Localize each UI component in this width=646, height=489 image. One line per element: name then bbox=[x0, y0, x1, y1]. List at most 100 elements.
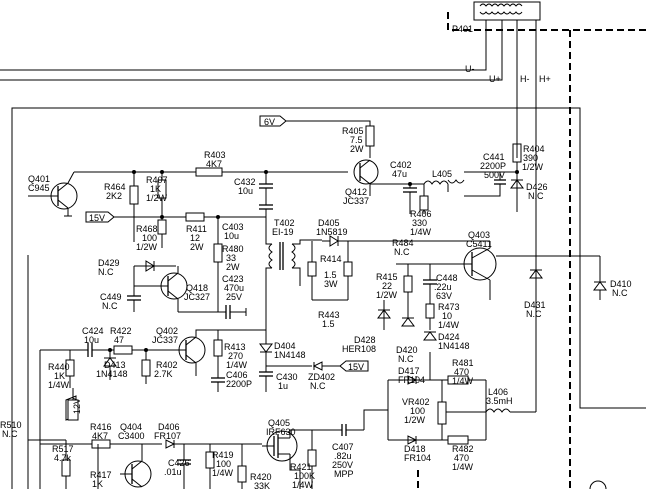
svg-text:.82u: .82u bbox=[334, 451, 352, 461]
svg-text:C448: C448 bbox=[436, 273, 458, 283]
label-h-plus: H+ bbox=[539, 74, 551, 84]
svg-text:R464: R464 bbox=[104, 182, 126, 192]
svg-text:D417: D417 bbox=[398, 366, 420, 376]
resistor-r416: R416 4K7 bbox=[39, 350, 162, 489]
label-u-plus: U+ bbox=[489, 74, 501, 84]
svg-text:FR104: FR104 bbox=[398, 375, 425, 385]
svg-text:Q418: Q418 bbox=[186, 283, 208, 293]
svg-text:47u: 47u bbox=[392, 169, 407, 179]
svg-text:100K: 100K bbox=[294, 471, 315, 481]
diode-d429: D429 N.C bbox=[98, 258, 176, 277]
svg-text:N.C: N.C bbox=[394, 247, 410, 257]
diode-d418: D418 FR104 bbox=[388, 435, 431, 463]
svg-text:1N5819: 1N5819 bbox=[316, 227, 348, 237]
svg-text:D405: D405 bbox=[318, 218, 340, 228]
capacitor-c426: C426 .01u bbox=[164, 444, 191, 489]
capacitor-c448: C448 .22u 63V bbox=[423, 264, 458, 301]
svg-text:100: 100 bbox=[142, 233, 157, 243]
svg-text:R411: R411 bbox=[186, 224, 207, 234]
svg-text:10u: 10u bbox=[224, 231, 239, 241]
capacitor-c406: C406 2200P bbox=[211, 370, 252, 392]
resistor-r480: R480 33 2W bbox=[213, 217, 244, 312]
svg-text:1.5: 1.5 bbox=[324, 270, 337, 280]
svg-text:7.5: 7.5 bbox=[350, 135, 363, 145]
svg-text:Q401: Q401 bbox=[28, 174, 50, 184]
svg-text:Q412: Q412 bbox=[345, 187, 367, 197]
svg-text:1N4148: 1N4148 bbox=[274, 350, 306, 360]
resistor-r473: R473 10 1/4W bbox=[425, 300, 460, 330]
svg-text:L406: L406 bbox=[488, 387, 508, 397]
svg-text:470: 470 bbox=[454, 453, 469, 463]
transformer-t402: T402 EI-19 bbox=[265, 217, 322, 330]
partial-symbol bbox=[589, 480, 607, 489]
mosfet-q405: Q405 IRF630 bbox=[262, 418, 301, 489]
svg-text:12V: 12V bbox=[72, 398, 82, 414]
svg-text:VR402: VR402 bbox=[402, 397, 430, 407]
svg-text:1/2W: 1/2W bbox=[376, 290, 398, 300]
svg-text:D410: D410 bbox=[610, 279, 632, 289]
transistor-q403: Q403 C5411 bbox=[448, 230, 600, 300]
svg-text:R417: R417 bbox=[90, 470, 112, 480]
svg-text:D426: D426 bbox=[526, 182, 548, 192]
svg-text:3.5mH: 3.5mH bbox=[486, 396, 513, 406]
svg-text:1/4W: 1/4W bbox=[410, 227, 432, 237]
capacitor-c403: C403 10u bbox=[222, 196, 273, 241]
tag-15v-left: 15V bbox=[85, 211, 186, 223]
svg-text:JC327: JC327 bbox=[184, 292, 210, 302]
svg-text:C402: C402 bbox=[390, 160, 412, 170]
svg-text:2W: 2W bbox=[226, 262, 240, 272]
svg-text:D424: D424 bbox=[438, 332, 460, 342]
resistor-r443: R443 1.5 bbox=[318, 310, 340, 329]
svg-text:N.C: N.C bbox=[528, 191, 544, 201]
svg-text:.01u: .01u bbox=[164, 467, 182, 477]
resistor-r407: R407 1K 1/2W bbox=[146, 172, 168, 216]
svg-text:1/4W: 1/4W bbox=[452, 462, 474, 472]
svg-text:25V: 25V bbox=[226, 292, 242, 302]
resistor-r404: R404 390 1/2W bbox=[500, 143, 545, 212]
resistor-r406: R406 330 1/4W bbox=[410, 184, 432, 237]
svg-text:2200P: 2200P bbox=[480, 161, 506, 171]
label-u-minus: U- bbox=[465, 64, 475, 74]
svg-text:C432: C432 bbox=[234, 177, 256, 187]
svg-text:R468: R468 bbox=[136, 224, 158, 234]
svg-text:Q402: Q402 bbox=[156, 326, 178, 336]
connector-p401: P401 bbox=[452, 1, 541, 34]
svg-text:R443: R443 bbox=[318, 310, 340, 320]
resistor-r481: R481 470 1/4W bbox=[429, 352, 486, 386]
svg-text:R482: R482 bbox=[452, 444, 474, 454]
svg-text:R484: R484 bbox=[392, 238, 414, 248]
svg-text:1K: 1K bbox=[54, 371, 65, 381]
label-h-minus: H- bbox=[520, 74, 530, 84]
svg-text:L405: L405 bbox=[432, 169, 452, 179]
capacitor-c423: C423 470u 25V bbox=[178, 274, 247, 319]
diode-d424: D424 1N4148 bbox=[423, 331, 470, 351]
capacitor-c441: C441 2200P 500V bbox=[464, 152, 506, 197]
svg-text:1/2W: 1/2W bbox=[136, 242, 158, 252]
resistor-r414: R414 1.5 3W bbox=[307, 241, 353, 301]
svg-text:100: 100 bbox=[216, 459, 231, 469]
svg-text:IRF630: IRF630 bbox=[266, 427, 296, 437]
svg-text:100: 100 bbox=[410, 406, 425, 416]
capacitor-c407: C407 .82u 250V MPP bbox=[332, 409, 388, 479]
svg-text:R517: R517 bbox=[52, 444, 74, 454]
transistor-q402: Q402 JC337 bbox=[152, 326, 266, 376]
svg-text:47: 47 bbox=[114, 335, 124, 345]
svg-text:33: 33 bbox=[226, 253, 236, 263]
svg-text:R403: R403 bbox=[204, 150, 226, 160]
diode-d413: D413 1N4148 bbox=[96, 350, 128, 380]
zener-zd402: ZD402 N.C bbox=[266, 361, 340, 391]
diode-d410: D410 N.C bbox=[593, 256, 632, 300]
svg-text:1/2W: 1/2W bbox=[146, 193, 168, 203]
svg-text:4.7k: 4.7k bbox=[54, 453, 72, 463]
diode-d431: D431 N.C bbox=[524, 256, 546, 319]
dashed-boundary bbox=[417, 12, 646, 489]
tag-15v-right: 15V bbox=[339, 360, 369, 372]
svg-text:10: 10 bbox=[442, 311, 452, 321]
label-p401: P401 bbox=[452, 24, 473, 34]
svg-text:R421: R421 bbox=[290, 462, 312, 472]
svg-text:R420: R420 bbox=[250, 472, 272, 482]
transistor-q412: Q412 JC337 bbox=[343, 159, 379, 206]
svg-text:12: 12 bbox=[190, 233, 200, 243]
svg-text:.22u: .22u bbox=[434, 282, 452, 292]
svg-text:270: 270 bbox=[228, 351, 243, 361]
